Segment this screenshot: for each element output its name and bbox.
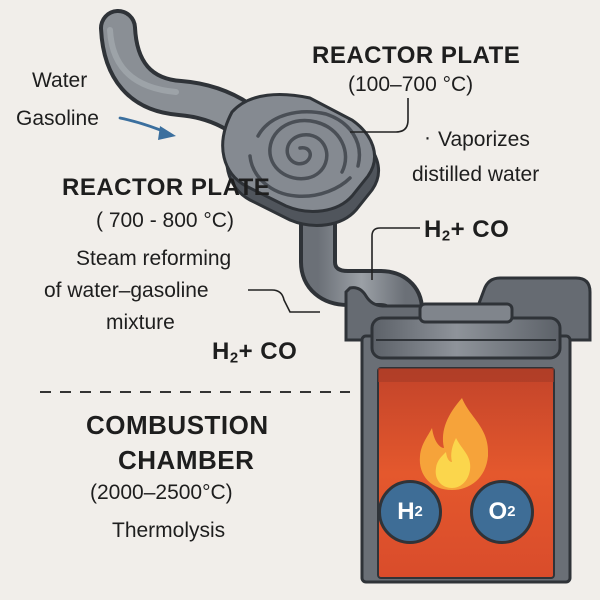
combustion-temperature-range: (2000–2500°C) [90, 481, 233, 504]
combustion-title-line1: COMBUSTION [86, 410, 269, 440]
upper-reactor-plate-range: (100–700 °C) [348, 73, 474, 96]
steam-reforming-line2: of water–gasoline [44, 279, 209, 302]
upper-plate-note-line2: distilled water [412, 163, 540, 186]
reactor-plate-graphic [221, 93, 381, 227]
leader-syngas-upper [371, 227, 420, 280]
hydrogen-subscript: 2 [414, 504, 423, 520]
upper-plate-note-line1: Vaporizes [438, 128, 530, 151]
upper-plate-note-bullet: · [424, 126, 431, 149]
combustion-chamber-graphic [344, 276, 592, 584]
leader-upper-plate [350, 98, 409, 133]
oxygen-symbol: O [488, 498, 508, 525]
thermolysis-label: Thermolysis [112, 519, 226, 542]
gasoline-label: Gasoline [16, 107, 99, 130]
oxygen-subscript: 2 [507, 504, 516, 520]
lower-reactor-plate-range: ( 700 - 800 °C) [96, 209, 234, 232]
combustion-title-line2: CHAMBER [118, 445, 255, 475]
steam-reforming-line1: Steam reforming [76, 247, 232, 270]
leader-steam-reforming [248, 289, 320, 313]
upper-reactor-plate-title: REACTOR PLATE [312, 42, 521, 69]
steam-reforming-line3: mixture [106, 311, 175, 334]
syngas-label-lower: H2+ CO [212, 338, 298, 367]
hydrogen-symbol: H [397, 498, 415, 525]
water-label: Water [32, 69, 88, 92]
flame-icon [419, 398, 489, 490]
lower-reactor-plate-title: REACTOR PLATE [62, 174, 271, 201]
syngas-label-upper: H2+ CO [424, 216, 510, 245]
